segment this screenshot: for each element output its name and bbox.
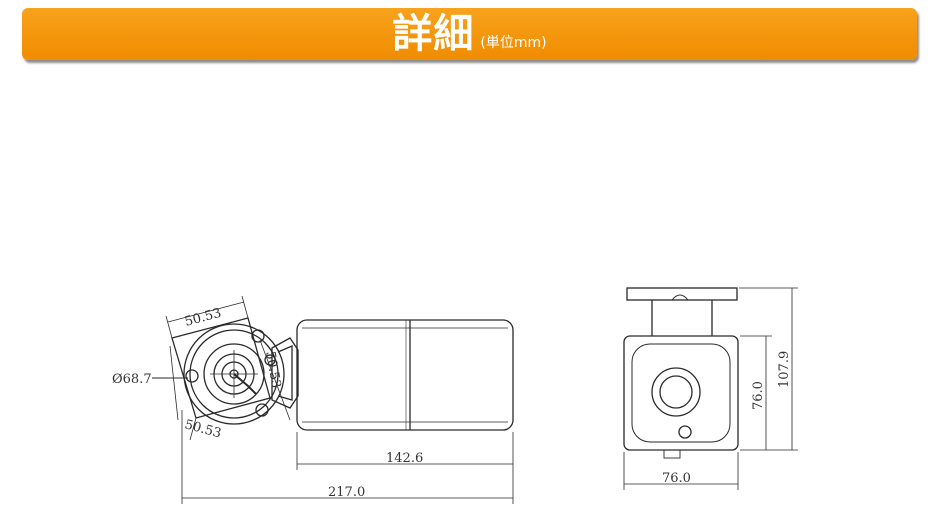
side-view [152, 295, 514, 504]
label-body-length: 142.6 [386, 451, 423, 466]
screw-hole [251, 329, 265, 343]
camera-body [296, 319, 514, 431]
label-total-length: 217.0 [328, 485, 365, 500]
screw-hole [264, 354, 276, 366]
front-housing [623, 335, 739, 451]
screw-hole [255, 403, 269, 417]
mount-plate [626, 287, 738, 301]
bracket-arm [271, 337, 299, 409]
unit-label: (単位mm) [480, 35, 547, 51]
header-banner: 詳細 (単位mm) [22, 8, 917, 60]
label-front-width: 76.0 [662, 471, 691, 486]
page-title: 詳細 [392, 11, 475, 57]
label-bracket-diameter: Ø68.7 [112, 372, 152, 387]
label-front-height: 76.0 [751, 381, 766, 410]
label-bracket-right: 50.53 [262, 350, 283, 389]
screw-hole [185, 369, 199, 383]
lens [651, 367, 701, 417]
front-view [623, 287, 798, 490]
label-total-height: 107.9 [777, 351, 792, 388]
bracket-base [183, 323, 285, 425]
mount-neck [651, 300, 713, 336]
bracket-outline [171, 317, 271, 419]
ir-led [678, 425, 692, 439]
